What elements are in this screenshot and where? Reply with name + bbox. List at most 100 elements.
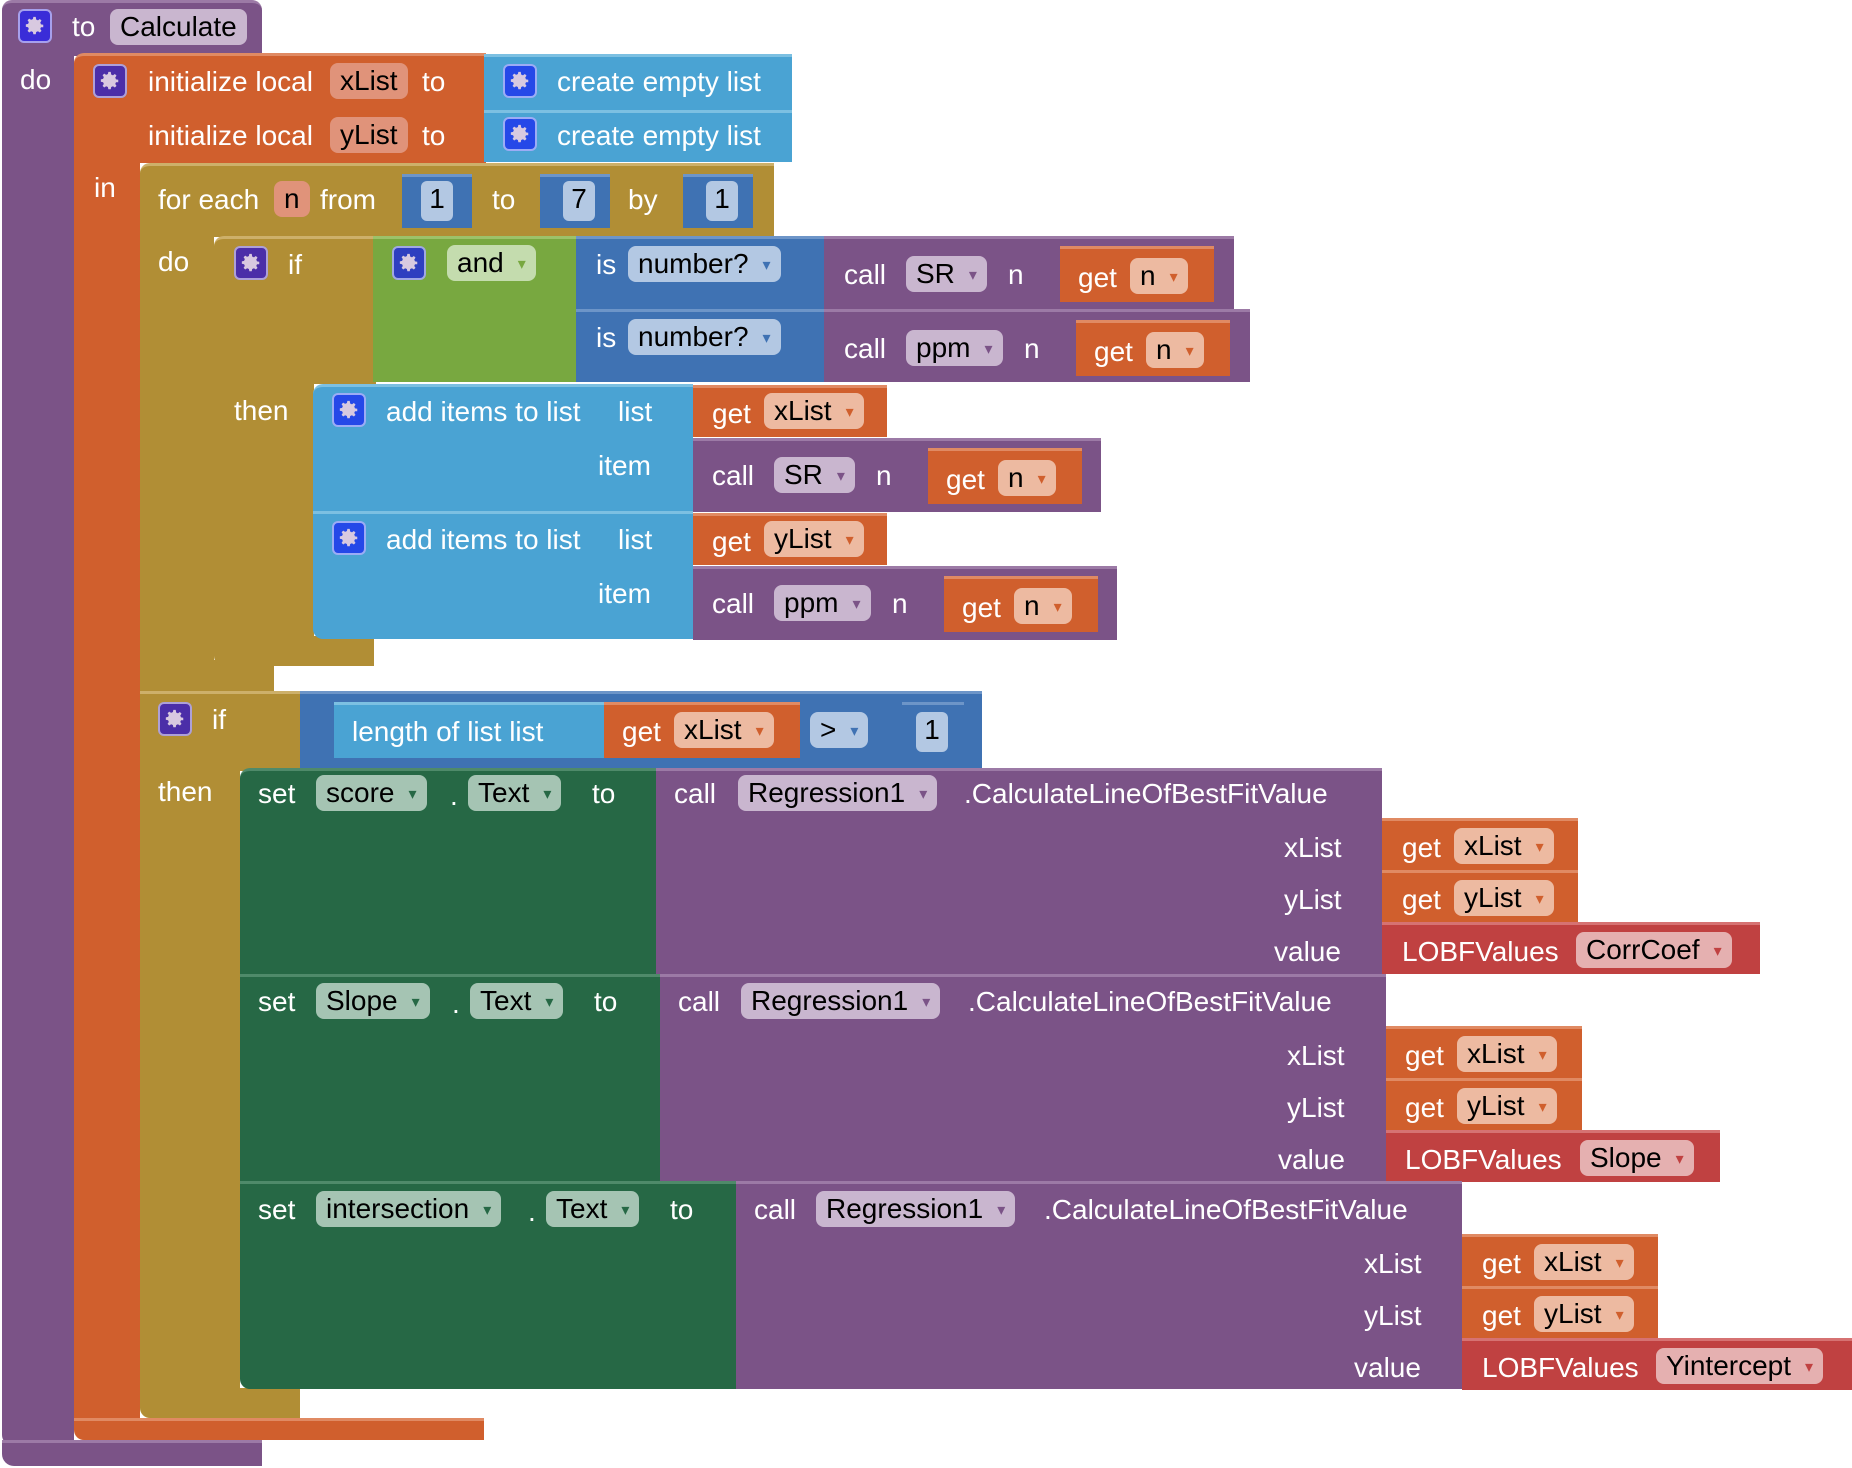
get-label: get [1402,884,1441,915]
local-var-name-field[interactable]: yList [330,117,408,153]
is-number-dropdown[interactable]: number? [628,319,781,355]
procedure-body-strip [2,53,74,1445]
add-items-label: add items to list [386,396,581,427]
call-label: call [712,588,755,619]
get-label: get [962,592,1001,623]
component-dropdown[interactable]: score [316,775,427,811]
get-var-dropdown[interactable]: yList [764,521,864,557]
get-var-dropdown[interactable]: xList [674,712,774,748]
component-dropdown[interactable]: Regression1 [816,1191,1016,1227]
length-of-list-label: length of list list [352,716,544,747]
set-slope-text-block[interactable] [240,974,660,1182]
item-socket-label: item [598,578,651,609]
get-var-dropdown[interactable]: yList [1454,880,1554,916]
get-label: get [712,398,751,429]
arg-label: value [1354,1352,1421,1383]
outer-if-label: if [212,704,226,735]
gear-icon[interactable] [93,64,127,98]
property-dropdown[interactable]: Text [470,983,564,1019]
is-label: is [596,322,617,353]
set-label: set [258,778,296,809]
get-var-dropdown[interactable]: xList [1457,1036,1557,1072]
component-dropdown[interactable]: Regression1 [741,983,941,1019]
property-dropdown[interactable]: Text [468,775,562,811]
compare-operator-dropdown[interactable]: > [810,712,869,748]
add-items-to-list-block[interactable] [313,384,693,511]
lobf-option-dropdown[interactable]: Slope [1580,1140,1694,1176]
method-label: .CalculateLineOfBestFitValue [968,986,1332,1017]
property-dropdown[interactable]: Text [546,1191,640,1227]
for-each-label: for each [158,184,260,215]
is-number-dropdown[interactable]: number? [628,246,781,282]
dot-label: . [450,780,458,811]
method-label: .CalculateLineOfBestFitValue [1044,1194,1408,1225]
get-label: get [1078,262,1117,293]
gear-icon[interactable] [392,246,426,280]
get-var-dropdown[interactable]: n [1146,332,1204,368]
gear-icon[interactable] [332,521,366,555]
get-label: get [622,716,661,747]
component-dropdown[interactable]: intersection [316,1191,502,1227]
lobf-option-dropdown[interactable]: Yintercept [1656,1348,1824,1384]
initialize-local-block[interactable] [74,53,486,163]
outer-if-footer [140,1388,300,1418]
get-var-dropdown[interactable]: xList [1534,1244,1634,1280]
inner-if-label: if [288,249,302,280]
get-var-dropdown[interactable]: yList [1534,1296,1634,1332]
gear-icon[interactable] [503,64,537,98]
add-items-to-list-block[interactable] [313,511,693,639]
enum-label: LOBFValues [1482,1352,1639,1383]
lobf-option-dropdown[interactable]: CorrCoef [1576,932,1732,968]
item-socket-label: item [598,450,651,481]
gear-icon[interactable] [234,246,268,280]
inner-then-label: then [234,395,289,426]
procedure-dropdown[interactable]: SR [906,256,987,292]
gear-icon[interactable] [158,702,192,736]
arg-label: yList [1364,1300,1422,1331]
initialize-local-strip [74,160,140,1422]
procedure-footer [2,1440,262,1466]
arg-label: n [1008,259,1024,290]
component-dropdown[interactable]: Slope [316,983,430,1019]
get-var-dropdown[interactable]: n [1130,258,1188,294]
get-label: get [1402,832,1441,863]
length-of-list-block[interactable] [334,702,604,758]
and-operator-dropdown[interactable]: and [447,245,536,281]
set-label: set [258,1194,296,1225]
get-label: get [946,464,985,495]
compare-value[interactable]: 1 [916,712,948,752]
procedure-name-field[interactable]: Calculate [110,9,247,45]
to-label: to [670,1194,694,1225]
procedure-dropdown[interactable]: ppm [774,585,871,621]
procedure-do-label: do [20,64,52,95]
arg-label: n [876,460,892,491]
get-label: get [1405,1092,1444,1123]
from-label: from [320,184,376,215]
init-to-label-1: to [422,66,446,97]
component-dropdown[interactable]: Regression1 [738,775,938,811]
get-var-dropdown[interactable]: xList [764,393,864,429]
gear-icon[interactable] [18,9,52,43]
enum-label: LOBFValues [1405,1144,1562,1175]
loop-var-field[interactable]: n [274,181,310,217]
set-score-text-block[interactable] [240,768,656,975]
gear-icon[interactable] [503,117,537,151]
call-label: call [674,778,717,809]
list-socket-label: list [618,524,653,555]
local-var-name-field[interactable]: xList [330,63,408,99]
call-label: call [844,259,887,290]
procedure-dropdown[interactable]: ppm [906,330,1003,366]
get-var-dropdown[interactable]: n [1014,588,1072,624]
get-label: get [1094,336,1133,367]
create-empty-list-label: create empty list [557,66,761,97]
init-keyword-2: initialize local [148,120,313,151]
get-var-dropdown[interactable]: xList [1454,828,1554,864]
to-value[interactable]: 7 [563,181,595,221]
get-var-dropdown[interactable]: n [998,460,1056,496]
gear-icon[interactable] [332,393,366,427]
by-value[interactable]: 1 [706,181,738,221]
get-var-dropdown[interactable]: yList [1457,1088,1557,1124]
from-value[interactable]: 1 [421,181,453,221]
get-label: get [1482,1300,1521,1331]
procedure-dropdown[interactable]: SR [774,457,855,493]
